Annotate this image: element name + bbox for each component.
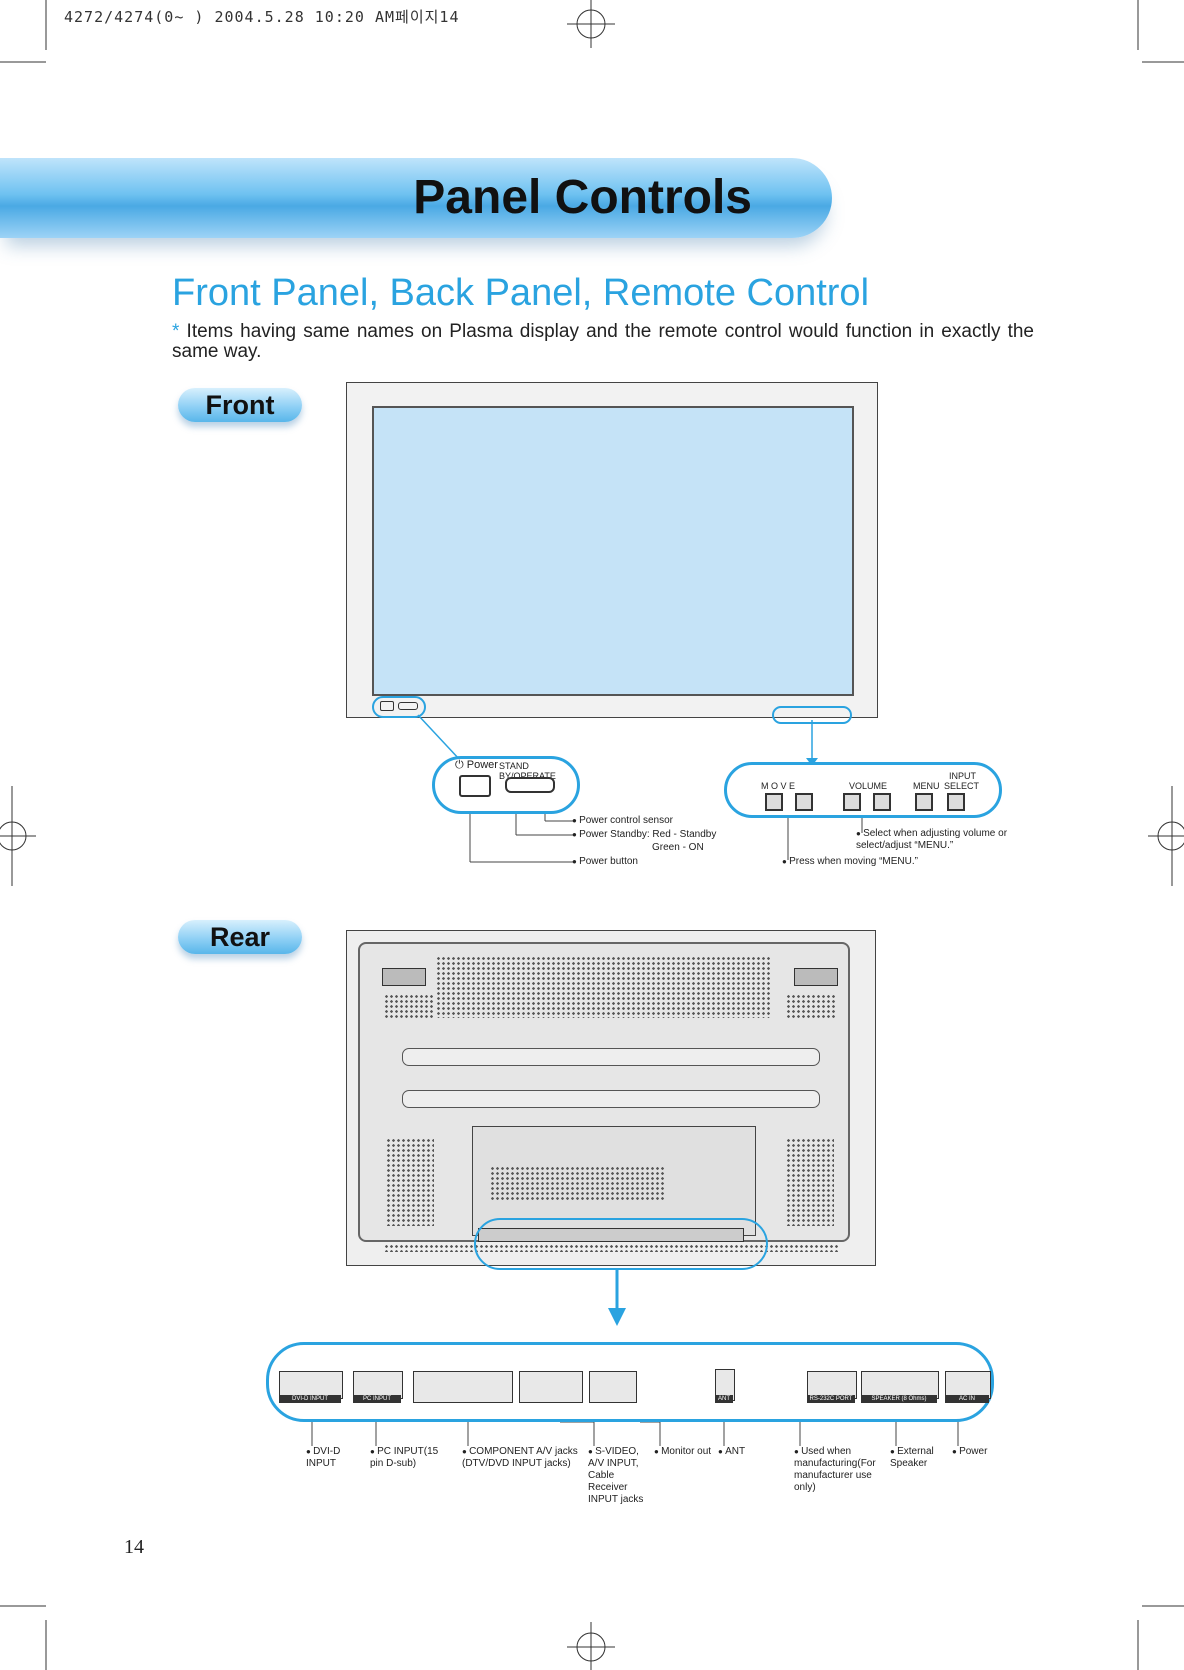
rear-vent-bottom	[384, 1244, 840, 1252]
front-power-panel: ⏻ Power STAND BY/OPERATE	[432, 756, 580, 814]
callout-manufacturing: Used when manufacturing(For manufacturer…	[794, 1446, 886, 1494]
ant-connector-label: ANT	[715, 1395, 733, 1403]
volume-up-button[interactable]	[873, 793, 891, 811]
speaker-connector-label: SPEAKER (8 Ohms)	[861, 1395, 937, 1403]
rear-vent-left-top	[384, 994, 434, 1018]
callout-power-standby: Power Standby: Red - Standby	[572, 829, 716, 841]
volume-label: VOLUME	[849, 781, 888, 791]
callout-component: COMPONENT A/V jacks (DTV/DVD INPUT jacks…	[462, 1446, 586, 1470]
rear-vent-top	[436, 956, 770, 1018]
menu-label: MENU	[913, 781, 940, 791]
rear-cover-vent	[490, 1166, 666, 1200]
tv-screen	[372, 406, 854, 696]
menu-button[interactable]	[915, 793, 933, 811]
front-indicator-highlight	[372, 696, 426, 718]
input-select-button[interactable]	[947, 793, 965, 811]
speaker-terminals[interactable]	[861, 1371, 939, 1399]
rear-label: Rear	[178, 920, 302, 954]
pc-connector-label: PC INPUT	[353, 1395, 401, 1403]
note-bullet: *	[172, 321, 180, 342]
rear-vent-right-top	[786, 994, 836, 1018]
note: * Items having same names on Plasma disp…	[172, 322, 1034, 362]
page-number: 14	[124, 1536, 144, 1558]
power-button[interactable]	[459, 775, 491, 797]
callout-monitor-out: Monitor out	[654, 1446, 711, 1458]
power-label: Power	[466, 759, 498, 771]
rear-terminal-panel: DVI-D INPUT PC INPUT ANT RS-232C PORT SP…	[266, 1342, 994, 1422]
callout-power: Power	[952, 1446, 987, 1458]
volume-down-button[interactable]	[843, 793, 861, 811]
section-title: Front Panel, Back Panel, Remote Control	[172, 272, 870, 314]
ac-connector-label: AC IN	[945, 1395, 989, 1403]
rear-vent-right	[786, 1138, 834, 1226]
rear-slot-1	[402, 1048, 820, 1066]
handle-left	[382, 968, 426, 986]
callout-power-sensor: Power control sensor	[572, 815, 673, 827]
standby-label: STAND BY/OPERATE	[499, 761, 556, 781]
title-banner	[0, 158, 832, 238]
callout-pc: PC INPUT(15 pin D-sub)	[370, 1446, 450, 1470]
front-control-panel: M O V E VOLUME MENU INPUT SELECT	[724, 762, 1002, 818]
rear-vent-left	[386, 1138, 434, 1226]
power-icon: ⏻	[455, 759, 464, 771]
input-label: INPUT	[949, 771, 976, 781]
rear-terminal-highlight	[474, 1218, 768, 1270]
monitor-out-jacks[interactable]	[589, 1371, 637, 1403]
callout-dvi: DVI-D INPUT	[306, 1446, 364, 1470]
move-left-button[interactable]	[765, 793, 783, 811]
callout-ant: ANT	[718, 1446, 745, 1458]
note-text: Items having same names on Plasma displa…	[172, 321, 1034, 362]
print-header: 4272/4274(0~ ) 2004.5.28 10:20 AM페이지14	[64, 8, 460, 26]
page-title: Panel Controls	[413, 171, 752, 224]
rs232-connector-label: RS-232C PORT	[807, 1395, 855, 1403]
callout-move: Press when moving “MENU.”	[782, 856, 918, 868]
callout-power-standby-green: Green - ON	[652, 842, 704, 853]
dvi-connector-label: DVI-D INPUT	[279, 1395, 341, 1403]
move-right-button[interactable]	[795, 793, 813, 811]
callout-svideo: S-VIDEO, A/V INPUT, Cable Receiver INPUT…	[588, 1446, 652, 1506]
callout-select: Select when adjusting volume or select/a…	[856, 828, 1026, 852]
move-label: M O V E	[761, 781, 796, 791]
front-label: Front	[178, 388, 302, 422]
callout-power-button: Power button	[572, 856, 638, 868]
av-input-jacks[interactable]	[519, 1371, 583, 1403]
select-label: SELECT	[944, 781, 980, 791]
rs232c-port[interactable]	[807, 1371, 857, 1399]
rear-slot-2	[402, 1090, 820, 1108]
callout-speaker: External Speaker	[890, 1446, 946, 1470]
handle-right	[794, 968, 838, 986]
standby-indicator	[505, 777, 555, 793]
component-jacks[interactable]	[413, 1371, 513, 1403]
